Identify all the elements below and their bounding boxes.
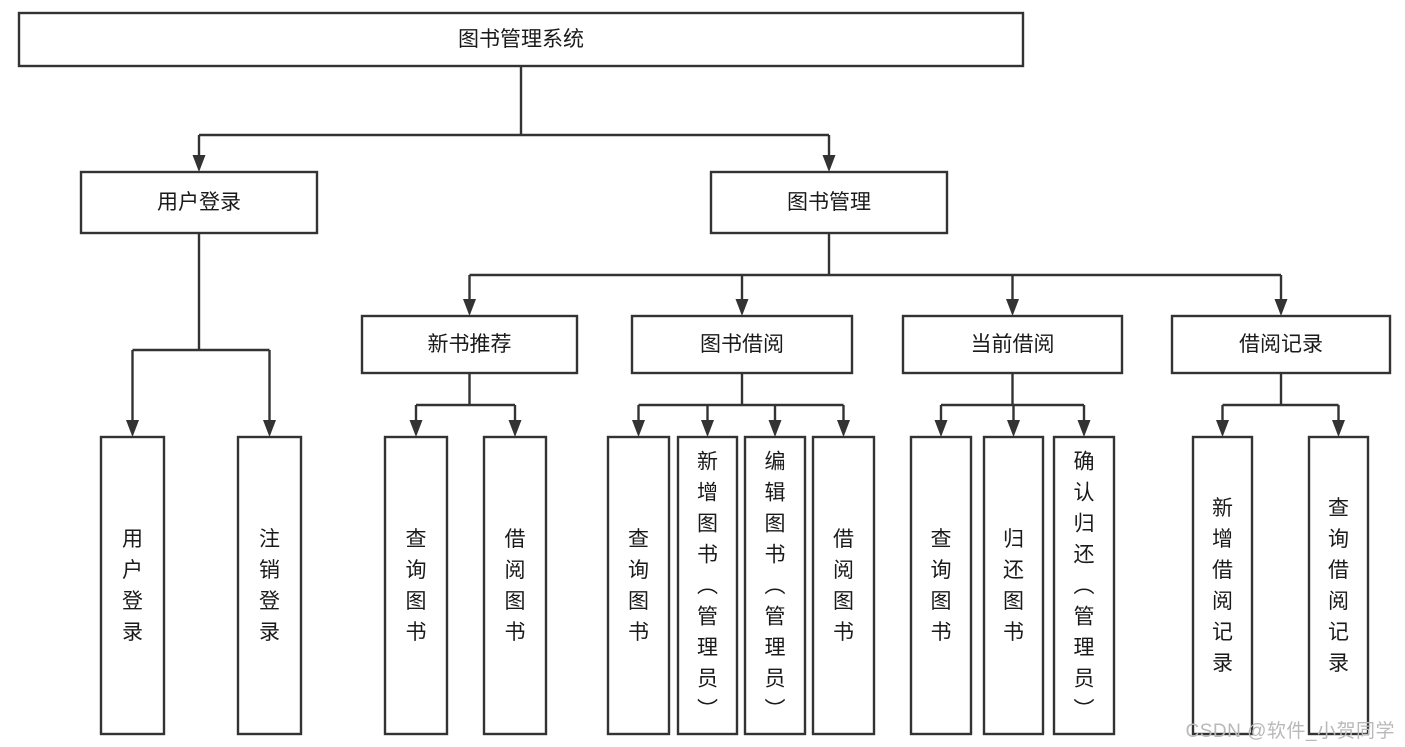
node-book-manage[interactable]: 图书管理 [709,170,949,235]
arrow-head [701,420,714,437]
connector-group-current-borrow [934,373,1091,437]
arrow-head [126,420,139,437]
node-user-login[interactable]: 用户登录 [79,170,319,235]
arrow-head [1006,299,1019,316]
arrow-head [934,420,948,437]
arrow-head [768,420,782,437]
node-leaf-add-book-admin[interactable]: 新增图书︵管理员︶ [676,435,739,736]
arrow-head [463,299,476,316]
node-box[interactable] [901,314,1124,375]
node-current-borrow[interactable]: 当前借阅 [901,314,1124,375]
node-leaf-confirm-return-admin[interactable]: 确认归还︵管理员︶ [1052,435,1116,736]
node-label: 查询图书 [931,528,952,644]
arrow-head [1077,420,1091,437]
node-box[interactable] [982,435,1045,736]
connector-group-root [192,66,836,172]
node-label: 图书管理 [787,191,871,214]
connector-group-borrow-record [1216,373,1345,437]
arrow-head [735,299,749,316]
node-box[interactable] [17,11,1025,68]
arrow-head [1332,420,1345,437]
node-label: 图书借阅 [700,333,784,356]
node-leaf-user-logout[interactable]: 注销登录 [236,435,303,736]
arrow-head [1274,299,1288,316]
node-box[interactable] [1307,435,1370,736]
node-label: 查询借阅记录 [1328,497,1349,675]
connector-group-book-borrow [632,373,850,437]
node-label: 查询图书 [406,528,427,644]
arrow-head [263,420,276,437]
node-borrow-record[interactable]: 借阅记录 [1170,314,1392,375]
node-box[interactable] [909,435,973,736]
node-label: 用户登录 [122,528,143,644]
connector-group-book-manage [463,233,1288,316]
node-book-borrow[interactable]: 图书借阅 [630,314,854,375]
connector-group-new-book-recommend [409,373,522,437]
node-box[interactable] [79,170,319,235]
node-label: 确认归还︵管理员︶ [1074,450,1095,721]
node-box[interactable] [383,435,449,736]
arrow-head [508,420,522,437]
node-label: 编辑图书︵管理员︶ [765,450,786,721]
node-label: 新增图书︵管理员︶ [697,450,718,721]
node-leaf-add-borrow-record[interactable]: 新增借阅记录 [1191,435,1254,736]
node-box[interactable] [1191,435,1254,736]
arrow-head [1216,420,1229,437]
node-leaf-return-book[interactable]: 归还图书 [982,435,1045,736]
node-label: 图书管理系统 [458,28,584,51]
connector-group-user-login [126,233,276,437]
node-new-book-recommend[interactable]: 新书推荐 [360,314,579,375]
node-label: 用户登录 [157,191,241,214]
connector-layer [126,66,1345,437]
node-box[interactable] [1170,314,1392,375]
arrow-head [632,420,645,437]
node-label: 借阅图书 [505,528,526,644]
node-box[interactable] [236,435,303,736]
node-box[interactable] [743,435,807,736]
node-label: 新增借阅记录 [1212,497,1233,675]
node-label: 新书推荐 [428,333,512,356]
node-label: 借阅记录 [1239,333,1323,356]
node-label: 归还图书 [1003,528,1024,644]
node-leaf-query-book-cb[interactable]: 查询图书 [909,435,973,736]
node-box[interactable] [811,435,876,736]
node-box[interactable] [360,314,579,375]
node-box[interactable] [1052,435,1116,736]
node-leaf-edit-book-admin[interactable]: 编辑图书︵管理员︶ [743,435,807,736]
node-box[interactable] [482,435,548,736]
arrow-head [837,420,850,437]
arrow-head [822,155,836,172]
node-label: 借阅图书 [833,528,854,644]
arrow-head [409,420,423,437]
node-leaf-borrow-book-rec[interactable]: 借阅图书 [482,435,548,736]
node-box[interactable] [606,435,671,736]
arrow-head [1007,420,1020,437]
node-box[interactable] [99,435,166,736]
node-label: 查询图书 [628,528,649,644]
node-label: 注销登录 [259,528,280,644]
node-leaf-query-borrow-record[interactable]: 查询借阅记录 [1307,435,1370,736]
node-box[interactable] [630,314,854,375]
node-leaf-borrow-book-bb[interactable]: 借阅图书 [811,435,876,736]
node-layer: 图书管理系统用户登录图书管理新书推荐图书借阅当前借阅借阅记录用户登录注销登录查询… [17,11,1392,736]
node-leaf-user-login[interactable]: 用户登录 [99,435,166,736]
node-leaf-query-book-rec[interactable]: 查询图书 [383,435,449,736]
node-label: 当前借阅 [971,333,1055,356]
node-box[interactable] [709,170,949,235]
node-leaf-query-book-bb[interactable]: 查询图书 [606,435,671,736]
node-box[interactable] [676,435,739,736]
arrow-head [192,155,206,172]
node-root[interactable]: 图书管理系统 [17,11,1025,68]
